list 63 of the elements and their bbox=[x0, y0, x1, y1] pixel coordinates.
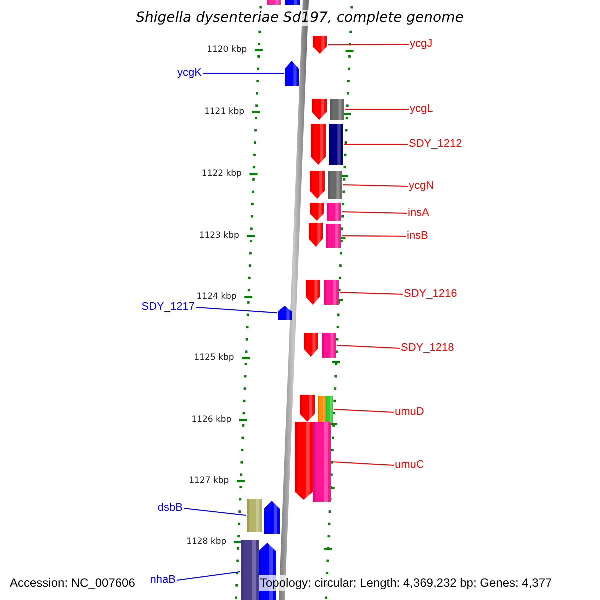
leader-line bbox=[176, 572, 240, 581]
gene-label: insA bbox=[408, 207, 430, 220]
scale-label: 1121 kbp bbox=[204, 107, 245, 117]
diagram-title: Shigella dysenteriae Sd197, complete genome bbox=[136, 10, 464, 26]
leader-line bbox=[184, 508, 246, 516]
gene-label: SDY_1217 bbox=[142, 301, 195, 314]
gene-feature bbox=[311, 124, 326, 165]
gene-feature bbox=[313, 36, 327, 54]
gene-label: ycgJ bbox=[410, 38, 433, 51]
leader-line bbox=[344, 109, 410, 110]
gene-block bbox=[329, 124, 343, 165]
gene-block bbox=[328, 171, 342, 199]
gene-feature bbox=[312, 99, 327, 120]
leader-line bbox=[334, 409, 394, 413]
gene-feature bbox=[285, 61, 299, 86]
gene-block bbox=[327, 203, 341, 221]
scale-label: 1122 kbp bbox=[202, 169, 242, 179]
leader-line bbox=[332, 462, 394, 466]
gene-feature bbox=[278, 306, 292, 320]
gene-block bbox=[330, 99, 344, 120]
gene-feature bbox=[300, 395, 315, 422]
leader-line bbox=[342, 184, 408, 187]
gene-label: ycgK bbox=[178, 67, 202, 80]
gene-block bbox=[322, 333, 336, 358]
gene-label: umuC bbox=[395, 459, 424, 472]
gene-block bbox=[318, 396, 326, 423]
gene-label: ycgN bbox=[409, 180, 434, 193]
accession-text: Accession: NC_007606 bbox=[10, 575, 136, 591]
scale-label: 1128 kbp bbox=[186, 537, 227, 547]
gene-label: ycgL bbox=[410, 103, 434, 116]
gene-feature bbox=[310, 171, 325, 199]
scale-label: 1126 kbp bbox=[192, 415, 232, 425]
gene-label: SDY_1212 bbox=[409, 138, 462, 151]
leader-line bbox=[342, 212, 408, 214]
leader-line bbox=[196, 307, 278, 314]
gene-feature bbox=[304, 333, 318, 357]
gene-feature bbox=[309, 223, 323, 247]
gene-block bbox=[324, 280, 339, 305]
gene-feature bbox=[310, 203, 324, 221]
gene-feature bbox=[306, 280, 320, 305]
scale-label: 1120 kbp bbox=[207, 45, 248, 55]
leader-line bbox=[344, 144, 408, 145]
leader-line bbox=[336, 345, 400, 349]
gene-label: dsbB bbox=[158, 502, 183, 515]
scale-label: 1124 kbp bbox=[196, 292, 237, 302]
leader-line bbox=[202, 73, 284, 74]
gene-block bbox=[247, 499, 262, 532]
scale-label: 1127 kbp bbox=[189, 476, 230, 486]
leader-line bbox=[342, 236, 406, 237]
gene-block bbox=[313, 422, 331, 502]
gene-label: SDY_1218 bbox=[401, 342, 454, 355]
gene-label: insB bbox=[407, 230, 428, 243]
gene-label: umuD bbox=[395, 406, 424, 419]
gene-block bbox=[326, 224, 341, 248]
gene-label: nhaB bbox=[150, 574, 176, 587]
scale-label: 1123 kbp bbox=[199, 231, 240, 241]
gene-feature bbox=[264, 501, 280, 534]
gene-label: SDY_1216 bbox=[404, 288, 458, 301]
leader-line bbox=[328, 44, 410, 46]
scale-label: 1125 kbp bbox=[194, 353, 234, 363]
gene-block bbox=[326, 396, 333, 423]
gene-block bbox=[241, 540, 259, 600]
leader-line bbox=[340, 292, 404, 295]
